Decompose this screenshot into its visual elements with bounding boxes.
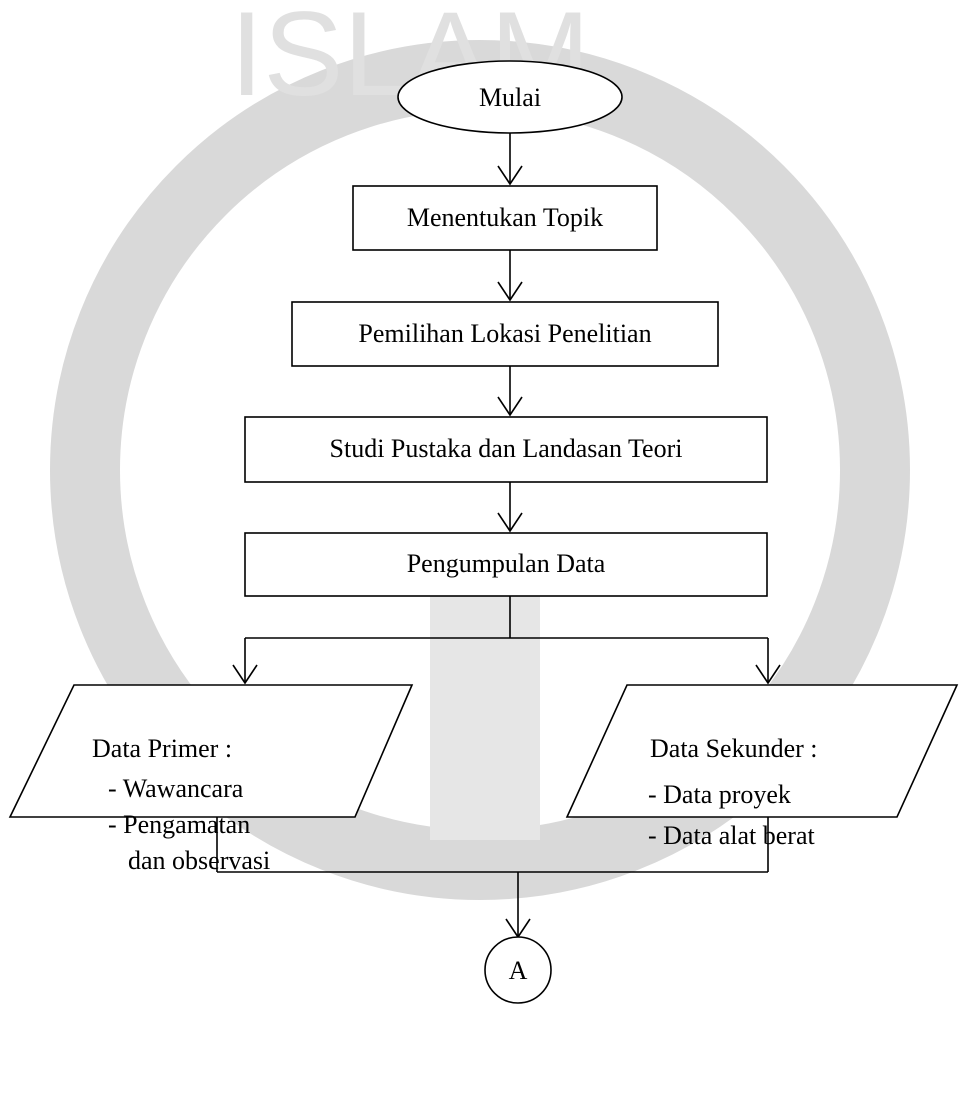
- connector-lines: [216, 133, 781, 939]
- secondary-item: - Data proyek: [648, 780, 791, 809]
- connector-circle: [484, 936, 552, 1004]
- secondary-title: Data Sekunder :: [650, 734, 818, 763]
- process-step-2: Pemilihan Lokasi Penelitian: [291, 301, 719, 367]
- start-terminal: Mulai: [397, 60, 623, 134]
- process-box: [291, 301, 719, 367]
- process-label: Pengumpulan Data: [407, 549, 606, 578]
- process-label: Studi Pustaka dan Landasan Teori: [330, 434, 683, 463]
- primary-data-node: Data Primer : - Wawancara - Pengamatan d…: [8, 684, 414, 875]
- connector-label: A: [509, 956, 528, 985]
- secondary-data-node: Data Sekunder : - Data proyek - Data ala…: [565, 684, 959, 850]
- secondary-item: - Data alat berat: [648, 821, 816, 850]
- primary-item: - Wawancara: [108, 774, 244, 803]
- process-step-3: Studi Pustaka dan Landasan Teori: [244, 416, 768, 483]
- process-box: [244, 532, 768, 597]
- io-parallelogram: [8, 684, 414, 818]
- process-step-4: Pengumpulan Data: [244, 532, 768, 597]
- start-ellipse: [397, 60, 623, 134]
- connector-circle-a: A: [484, 936, 552, 1004]
- start-label: Mulai: [479, 83, 541, 112]
- primary-item: dan observasi: [128, 846, 270, 875]
- process-step-1: Menentukan Topik: [352, 185, 658, 251]
- process-label: Menentukan Topik: [407, 203, 603, 232]
- primary-title: Data Primer :: [92, 734, 232, 763]
- primary-item: - Pengamatan: [108, 810, 250, 839]
- io-parallelogram: [565, 684, 959, 818]
- process-label: Pemilihan Lokasi Penelitian: [358, 319, 651, 348]
- process-box: [352, 185, 658, 251]
- process-box: [244, 416, 768, 483]
